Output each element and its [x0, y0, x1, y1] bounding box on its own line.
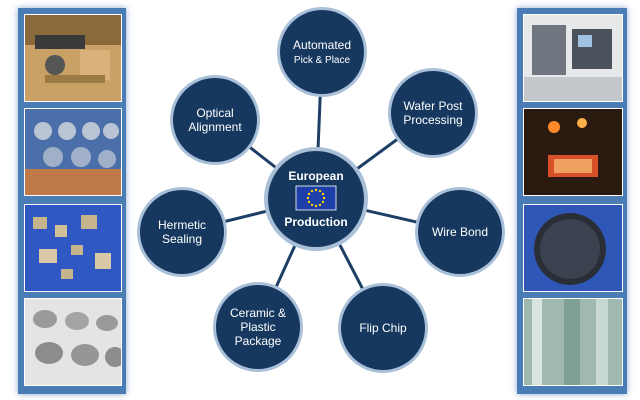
node-label-line: Hermetic [158, 218, 206, 232]
eu-star [314, 204, 318, 208]
center-label-bottom: Production [284, 215, 347, 229]
wire-bond-balls-photo [24, 298, 122, 386]
node-label-line: Package [235, 334, 282, 348]
node-circle [391, 71, 475, 155]
node-label-line: Sealing [162, 232, 202, 246]
eu-star [318, 203, 322, 207]
node-label-line: Optical [196, 106, 233, 120]
fiber-closeup-photo [523, 298, 623, 386]
eu-star [322, 196, 326, 200]
assembly-machine-photo [523, 14, 623, 102]
right-photo-strip [517, 8, 627, 394]
eu-stars [306, 188, 326, 208]
eu-star [321, 192, 325, 196]
node-circle [140, 190, 224, 274]
node-label-line: Processing [403, 113, 462, 127]
node-wire-bond: Wire Bond [415, 187, 505, 277]
center-label-top: European [288, 169, 343, 183]
center-hub: European Production [264, 147, 368, 251]
node-flip-chip: Flip Chip [338, 283, 428, 373]
node-circle [341, 286, 425, 370]
eu-star [307, 200, 311, 204]
node-label-line: Pick & Place [294, 55, 351, 66]
node-circle [280, 10, 364, 94]
eu-star [321, 200, 325, 204]
node-label-line: Ceramic & [230, 306, 286, 320]
node-label-line: Flip Chip [359, 321, 407, 335]
left-photo-strip [18, 8, 126, 394]
eu-star [318, 189, 322, 193]
node-label-line: Wire Bond [432, 225, 488, 239]
node-label-line: Alignment [188, 120, 242, 134]
node-label-line: Automated [293, 38, 351, 52]
chip-dies-photo [24, 204, 122, 292]
eu-star [310, 189, 314, 193]
node-label-line: Wafer Post [404, 99, 464, 113]
component-array-photo [24, 108, 122, 196]
eu-star [307, 192, 311, 196]
node-circle [173, 78, 257, 162]
eu-flag-icon [295, 185, 337, 211]
wafer-photo [523, 204, 623, 292]
eu-star [306, 196, 310, 200]
node-circle [216, 285, 300, 369]
node-label-line: Plastic [240, 320, 275, 334]
eu-star [314, 188, 318, 192]
wafer-processing-photo [523, 108, 623, 196]
node-circle [418, 190, 502, 274]
optical-bench-photo [24, 14, 122, 102]
eu-star [310, 203, 314, 207]
